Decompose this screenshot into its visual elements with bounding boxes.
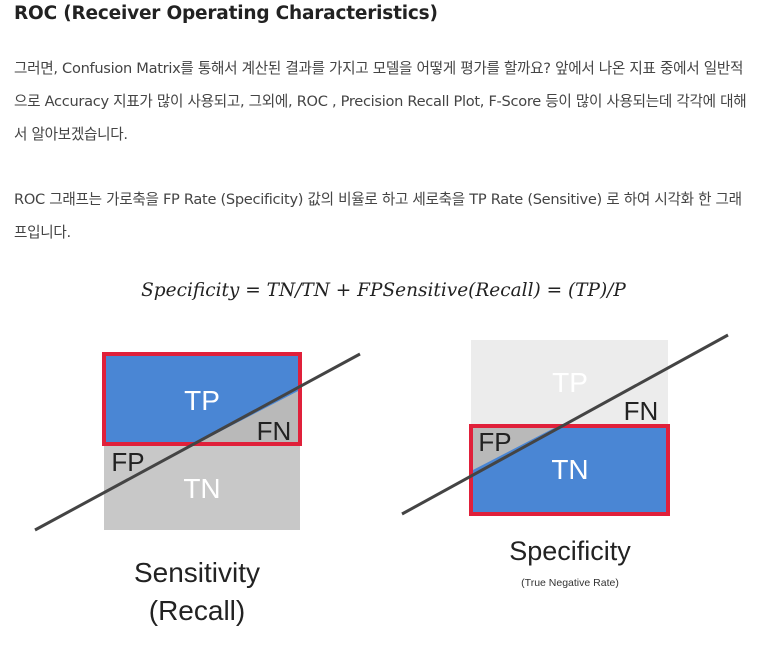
tn-label: TN	[183, 473, 220, 504]
sensitivity-caption: Sensitivity	[134, 557, 260, 588]
fp-label: FP	[478, 427, 511, 457]
section-heading: ROC (Receiver Operating Characteristics)	[14, 3, 438, 24]
intro-paragraph: 그러면, Confusion Matrix를 통해서 계산된 결과를 가지고 모…	[14, 60, 747, 143]
roc-description-paragraph: ROC 그래프는 가로축을 FP Rate (Specificity) 값의 비…	[14, 191, 742, 241]
sensitivity-specificity-figure: TP FN FP TN Sensitivity (Recall) TP FN F…	[34, 333, 729, 626]
fn-label: FN	[624, 396, 659, 426]
fp-label: FP	[111, 447, 144, 477]
specificity-caption: Specificity	[509, 536, 631, 566]
formula: Specificity = TN/TN + FPSensitive(Recall…	[141, 280, 626, 301]
fn-region	[196, 390, 300, 444]
specificity-diagram: TP FN FP TN Specificity (True Negative R…	[401, 333, 729, 589]
fn-label: FN	[257, 416, 292, 446]
negative-box	[469, 424, 670, 516]
fp-region	[471, 426, 558, 471]
sensitivity-diagram: TP FN FP TN Sensitivity (Recall)	[34, 352, 361, 626]
true-negative-rate-caption: (True Negative Rate)	[521, 577, 619, 589]
tp-label: TP	[184, 385, 220, 416]
positive-box	[102, 352, 302, 446]
decision-line	[401, 333, 729, 516]
decision-line	[34, 352, 361, 532]
recall-caption: (Recall)	[149, 595, 245, 626]
tn-label: TN	[551, 454, 588, 485]
tp-label: TP	[552, 367, 588, 398]
